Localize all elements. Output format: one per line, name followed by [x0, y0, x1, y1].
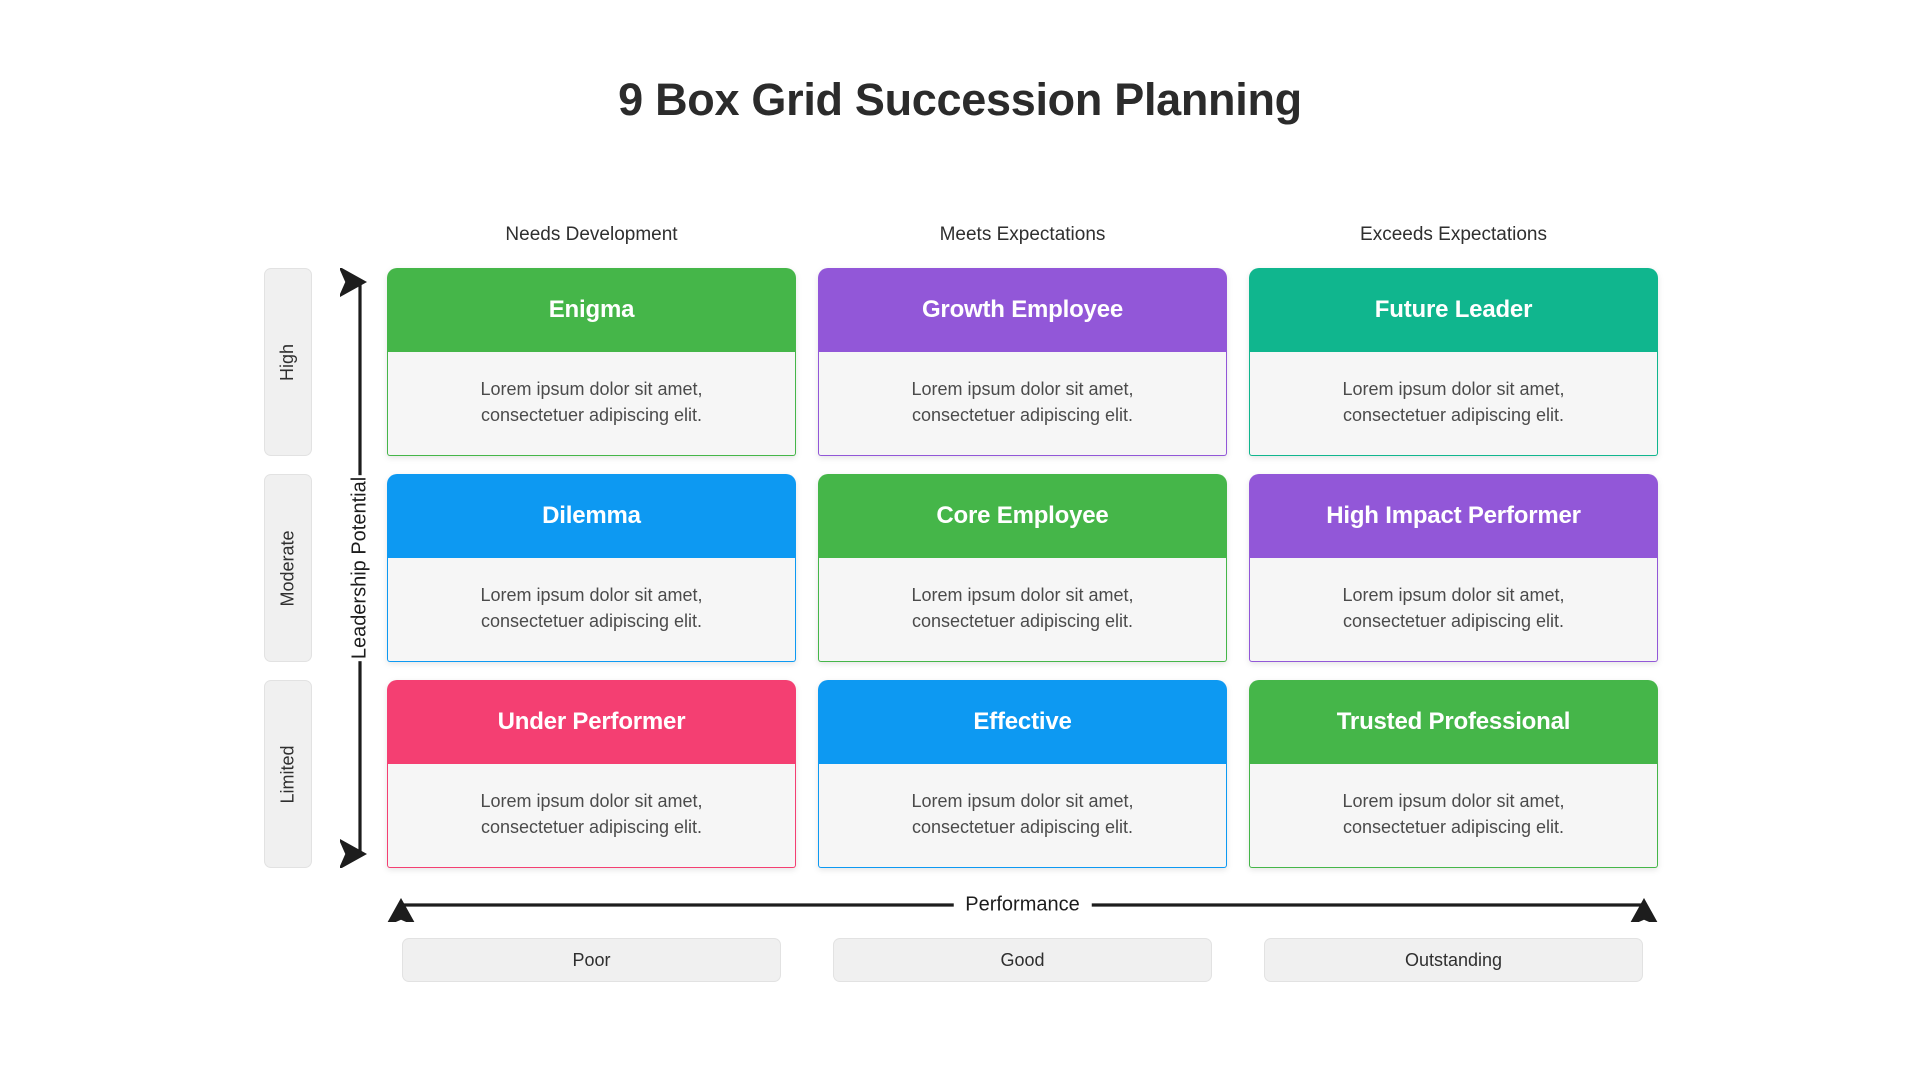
y-axis: Leadership Potential [340, 268, 380, 868]
x-axis-label-poor: Poor [402, 938, 781, 982]
grid-cell[interactable]: High Impact Performer Lorem ipsum dolor … [1249, 474, 1658, 662]
grid-cell-body: Lorem ipsum dolor sit amet, consectetuer… [1249, 764, 1658, 868]
grid-cell-title: Effective [818, 680, 1227, 764]
y-axis-label-moderate: Moderate [264, 474, 312, 662]
grid-cell-body: Lorem ipsum dolor sit amet, consectetuer… [818, 764, 1227, 868]
y-axis-title: Leadership Potential [343, 474, 377, 662]
grid-cell[interactable]: Effective Lorem ipsum dolor sit amet, co… [818, 680, 1227, 868]
grid-cell-title: Trusted Professional [1249, 680, 1658, 764]
grid-cell-body-text: Lorem ipsum dolor sit amet, consectetuer… [911, 584, 1134, 631]
grid-cell-title: Growth Employee [818, 268, 1227, 352]
grid-cell-body: Lorem ipsum dolor sit amet, consectetuer… [387, 764, 796, 868]
grid-cell-title: High Impact Performer [1249, 474, 1658, 558]
x-axis-category-labels: Poor Good Outstanding [402, 938, 1643, 982]
grid-cell-body-text: Lorem ipsum dolor sit amet, consectetuer… [911, 378, 1134, 425]
nine-box-grid: Enigma Lorem ipsum dolor sit amet, conse… [387, 268, 1658, 868]
grid-cell-body: Lorem ipsum dolor sit amet, consectetuer… [387, 558, 796, 662]
grid-cell[interactable]: Growth Employee Lorem ipsum dolor sit am… [818, 268, 1227, 456]
grid-cell-body: Lorem ipsum dolor sit amet, consectetuer… [1249, 352, 1658, 456]
y-axis-label-high-text: High [277, 343, 298, 381]
grid-cell-body-text: Lorem ipsum dolor sit amet, consectetuer… [911, 790, 1134, 837]
grid-cell-title: Dilemma [387, 474, 796, 558]
grid-cell[interactable]: Enigma Lorem ipsum dolor sit amet, conse… [387, 268, 796, 456]
y-axis-label-moderate-text: Moderate [277, 529, 298, 607]
grid-cell-title: Core Employee [818, 474, 1227, 558]
grid-cell[interactable]: Core Employee Lorem ipsum dolor sit amet… [818, 474, 1227, 662]
x-axis-label-good: Good [833, 938, 1212, 982]
grid-cell[interactable]: Future Leader Lorem ipsum dolor sit amet… [1249, 268, 1658, 456]
grid-cell[interactable]: Trusted Professional Lorem ipsum dolor s… [1249, 680, 1658, 868]
grid-cell-title: Under Performer [387, 680, 796, 764]
y-axis-category-labels: High Moderate Limited [264, 268, 312, 868]
grid-cell-body: Lorem ipsum dolor sit amet, consectetuer… [818, 558, 1227, 662]
column-header-exceeds-expectations: Exceeds Expectations [1360, 224, 1547, 245]
grid-cell-body: Lorem ipsum dolor sit amet, consectetuer… [387, 352, 796, 456]
grid-cell-title: Future Leader [1249, 268, 1658, 352]
grid-cell-body-text: Lorem ipsum dolor sit amet, consectetuer… [480, 790, 703, 837]
grid-cell-title: Enigma [387, 268, 796, 352]
grid-cell[interactable]: Under Performer Lorem ipsum dolor sit am… [387, 680, 796, 868]
grid-cell-body-text: Lorem ipsum dolor sit amet, consectetuer… [1342, 378, 1565, 425]
x-axis-title: Performance [953, 893, 1092, 917]
y-axis-label-high: High [264, 268, 312, 456]
grid-cell-body-text: Lorem ipsum dolor sit amet, consectetuer… [1342, 790, 1565, 837]
column-header-meets-expectations: Meets Expectations [939, 224, 1106, 245]
x-axis: Performance [387, 888, 1658, 922]
x-axis-label-outstanding: Outstanding [1264, 938, 1643, 982]
y-axis-label-limited-text: Limited [277, 744, 298, 804]
grid-cell-body: Lorem ipsum dolor sit amet, consectetuer… [818, 352, 1227, 456]
grid-cell-body-text: Lorem ipsum dolor sit amet, consectetuer… [480, 584, 703, 631]
page-title: 9 Box Grid Succession Planning [618, 74, 1302, 125]
grid-cell-body-text: Lorem ipsum dolor sit amet, consectetuer… [480, 378, 703, 425]
column-header-needs-development: Needs Development [505, 224, 678, 245]
column-headers: Needs Development Meets Expectations Exc… [387, 224, 1658, 246]
grid-cell[interactable]: Dilemma Lorem ipsum dolor sit amet, cons… [387, 474, 796, 662]
grid-cell-body-text: Lorem ipsum dolor sit amet, consectetuer… [1342, 584, 1565, 631]
y-axis-label-limited: Limited [264, 680, 312, 868]
grid-cell-body: Lorem ipsum dolor sit amet, consectetuer… [1249, 558, 1658, 662]
